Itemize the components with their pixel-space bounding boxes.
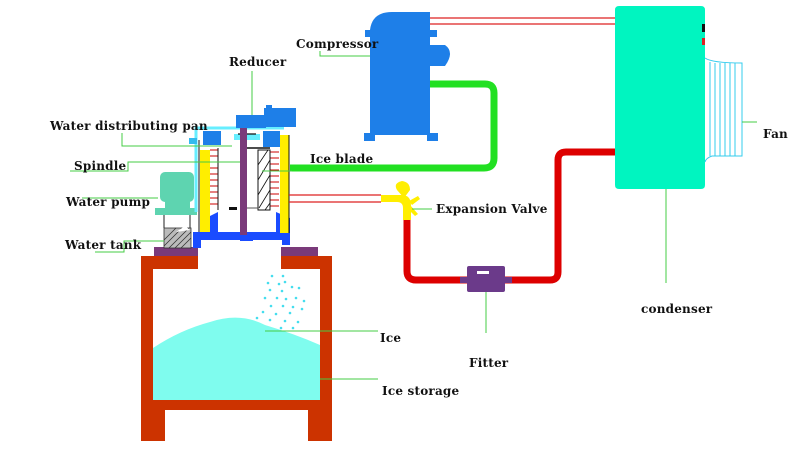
label-fitter: Fitter — [469, 356, 509, 370]
label-compressor: Compressor — [296, 37, 379, 51]
leader-lines — [70, 51, 757, 380]
label-reducer: Reducer — [229, 55, 287, 69]
condenser — [615, 6, 705, 189]
label-water-distributing-pan: Water distributing pan — [50, 119, 208, 133]
label-fan: Fan — [763, 127, 788, 141]
label-spindle: Spindle — [74, 159, 127, 173]
expansion-valve — [381, 181, 420, 220]
label-water-pump: Water pump — [66, 195, 151, 209]
reducer — [236, 105, 296, 128]
compressor — [364, 12, 450, 141]
label-ice-blade: Ice blade — [310, 152, 374, 166]
suction-line — [290, 80, 498, 172]
label-ice: Ice — [380, 331, 402, 345]
label-expansion-valve: Expansion Valve — [436, 202, 548, 216]
label-condenser: condenser — [641, 302, 713, 316]
filter-drier — [460, 266, 512, 292]
label-ice-storage: Ice storage — [382, 384, 460, 398]
ice-blade — [245, 147, 271, 211]
label-water-tank: Water tank — [65, 238, 142, 252]
refrigerant-lines — [289, 17, 616, 284]
water-pump — [155, 172, 197, 228]
fan — [704, 57, 743, 163]
ice-pile — [153, 317, 320, 400]
evaporator-assembly — [154, 105, 318, 256]
spindle — [240, 125, 247, 235]
liquid-line — [505, 148, 616, 284]
falling-ice-flakes — [255, 274, 306, 330]
ice-storage-bin — [141, 256, 332, 441]
